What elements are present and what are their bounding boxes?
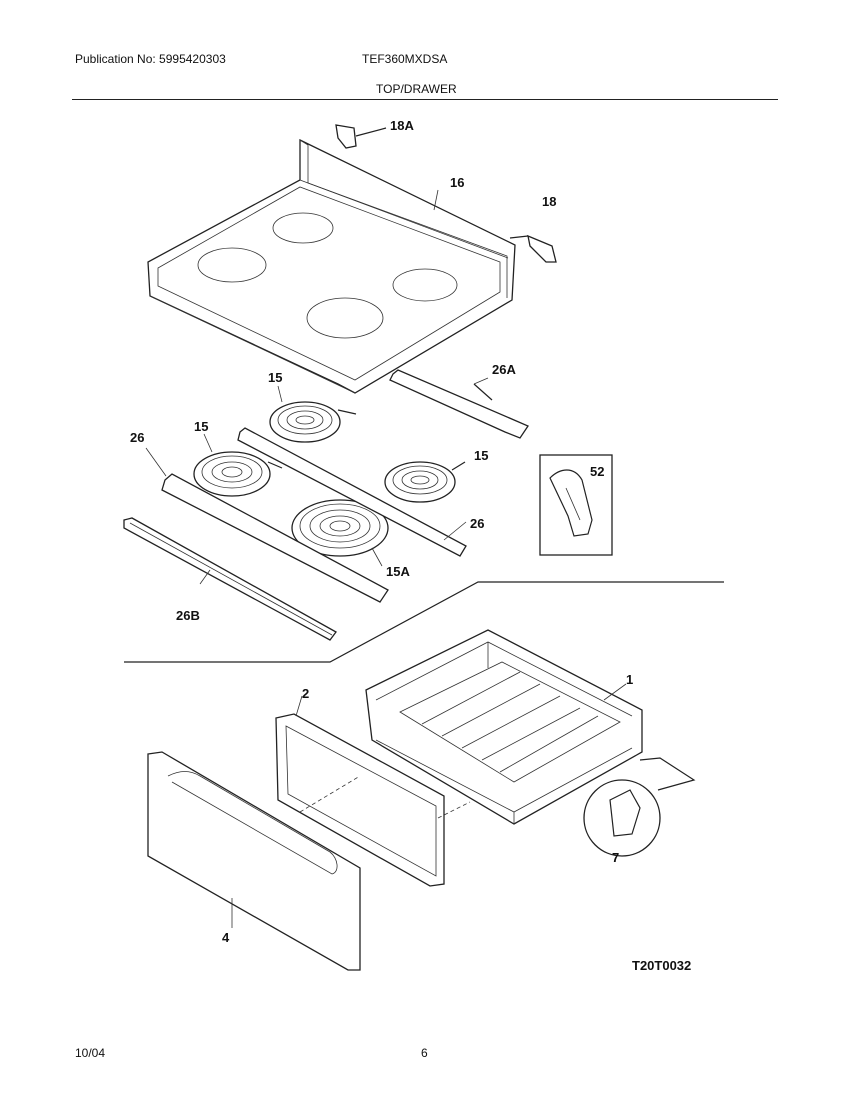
label-18: 18	[542, 194, 556, 209]
drawer-front-part	[147, 751, 361, 971]
support-bracket-rear	[237, 427, 467, 557]
section-divider-line	[124, 581, 724, 663]
drawer-part	[365, 629, 643, 825]
label-1: 1	[626, 672, 633, 687]
label-2: 2	[302, 686, 309, 701]
label-15-front-left: 15	[194, 419, 208, 434]
label-52: 52	[590, 464, 604, 479]
model-number: TEF360MXDSA	[362, 52, 448, 66]
label-26b: 26B	[176, 608, 200, 623]
label-7: 7	[612, 850, 619, 865]
cooktop-part	[147, 138, 516, 394]
label-4: 4	[222, 930, 230, 945]
support-bracket-front	[161, 473, 389, 603]
label-15-rear-right: 15	[474, 448, 488, 463]
brace-26a-part	[389, 369, 529, 439]
surface-element-rear-right	[384, 461, 466, 503]
leader-lines	[145, 189, 627, 928]
surface-element-rear-left	[269, 401, 357, 443]
drawer-panel-part	[275, 713, 471, 887]
publication-number: Publication No: 5995420303	[75, 52, 226, 66]
label-26-front: 26	[470, 516, 484, 531]
surface-element-front-left	[193, 451, 283, 497]
header-rule	[72, 99, 778, 100]
footer-date: 10/04	[75, 1046, 106, 1060]
bracket-18a-part	[335, 124, 387, 149]
label-26a: 26A	[492, 362, 516, 377]
label-26-rear: 26	[130, 430, 144, 445]
bracket-18-part	[509, 234, 557, 263]
diagram-code: T20T0032	[632, 958, 691, 973]
label-16: 16	[450, 175, 464, 190]
label-15a: 15A	[386, 564, 410, 579]
label-18a: 18A	[390, 118, 414, 133]
section-title: TOP/DRAWER	[376, 82, 457, 96]
part-7-inset	[583, 757, 696, 857]
part-52-inset	[539, 454, 613, 556]
footer-page-number: 6	[421, 1046, 428, 1060]
label-15-rear-left: 15	[268, 370, 282, 385]
trim-26b-part	[123, 517, 337, 641]
